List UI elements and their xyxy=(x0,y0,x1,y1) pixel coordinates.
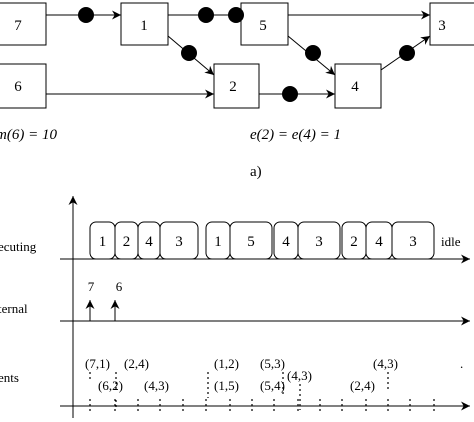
node-7-label: 7 xyxy=(14,18,22,34)
event-labels-lower: (6,2) (4,3) (1,5) (5,4) (4,3) (2,4) xyxy=(98,368,375,393)
node-5-box xyxy=(240,2,289,46)
exec-block-label-3: 4 xyxy=(145,234,153,250)
node-3-label: 3 xyxy=(438,18,446,34)
message-dot-1-5 xyxy=(198,7,214,23)
node-2-box xyxy=(213,63,260,109)
annotation-m6: m(6) = 10 xyxy=(0,127,57,143)
task-graph: 7 1 5 3 6 2 4 m(6) = 10 e(2) = e(4) = 1 … xyxy=(0,2,474,180)
message-dot-5-3 xyxy=(228,7,244,23)
event-label-1-5: (1,5) xyxy=(214,378,239,393)
message-dot-4-3 xyxy=(399,45,415,61)
event-labels-upper: (7,1) (2,4) (1,2) (5,3) (4,3) xyxy=(85,356,398,371)
row-label-executing: ecuting xyxy=(0,239,37,254)
message-dot-5-4 xyxy=(305,45,321,61)
event-label-5-4: (5,4) xyxy=(260,378,285,393)
exec-block-label-2: 2 xyxy=(123,234,131,250)
event-label-2-4-upper: (2,4) xyxy=(124,356,149,371)
exec-block-label-9: 2 xyxy=(350,234,358,250)
event-label-2-4-lower: (2,4) xyxy=(350,378,375,393)
node-3-box xyxy=(429,2,474,46)
event-label-4-3-upper: (4,3) xyxy=(373,356,398,371)
node-4-box xyxy=(334,63,382,109)
node-1-label: 1 xyxy=(140,18,148,34)
idle-label: idle xyxy=(441,234,461,249)
event-label-6-2: (6,2) xyxy=(98,378,123,393)
exec-block-label-10: 4 xyxy=(375,234,383,250)
event-label-7-1: (7,1) xyxy=(85,356,110,371)
exec-block-label-8: 3 xyxy=(315,234,323,250)
annotation-e2-e4: e(2) = e(4) = 1 xyxy=(250,127,341,143)
event-label-1-2: (1,2) xyxy=(214,356,239,371)
trailing-dot: . xyxy=(460,356,463,371)
node-6-label: 6 xyxy=(14,79,22,95)
message-dot-1-2 xyxy=(181,45,197,61)
node-1-box xyxy=(120,2,169,46)
message-dot-7-1 xyxy=(78,7,94,23)
node-6-box xyxy=(0,63,47,109)
exec-block-8 xyxy=(297,221,341,260)
node-4-label: 4 xyxy=(351,79,359,95)
exec-block-6 xyxy=(229,221,273,260)
internal-event-6: 6 xyxy=(116,279,123,294)
node-2-label: 2 xyxy=(229,79,237,95)
event-ticks xyxy=(89,372,435,413)
exec-block-label-4: 3 xyxy=(175,234,183,250)
exec-block-label-11: 3 xyxy=(409,234,417,250)
exec-block-label-1: 1 xyxy=(99,234,107,250)
exec-block-11 xyxy=(391,221,435,260)
caption-a: a) xyxy=(250,164,262,180)
node-7-box xyxy=(0,2,47,46)
event-label-5-3: (5,3) xyxy=(260,356,285,371)
exec-block-4 xyxy=(159,221,199,260)
exec-block-label-7: 4 xyxy=(282,234,290,250)
node-5-label: 5 xyxy=(259,18,267,34)
exec-block-label-6: 5 xyxy=(247,234,255,250)
event-label-4-3-a: (4,3) xyxy=(144,378,169,393)
message-dot-2-4 xyxy=(282,86,298,102)
row-label-events: ents xyxy=(0,370,19,385)
exec-block-label-5: 1 xyxy=(214,234,222,250)
row-label-internal: ternal xyxy=(0,301,28,316)
internal-event-7: 7 xyxy=(88,279,95,294)
event-label-4-3-b: (4,3) xyxy=(287,368,312,383)
